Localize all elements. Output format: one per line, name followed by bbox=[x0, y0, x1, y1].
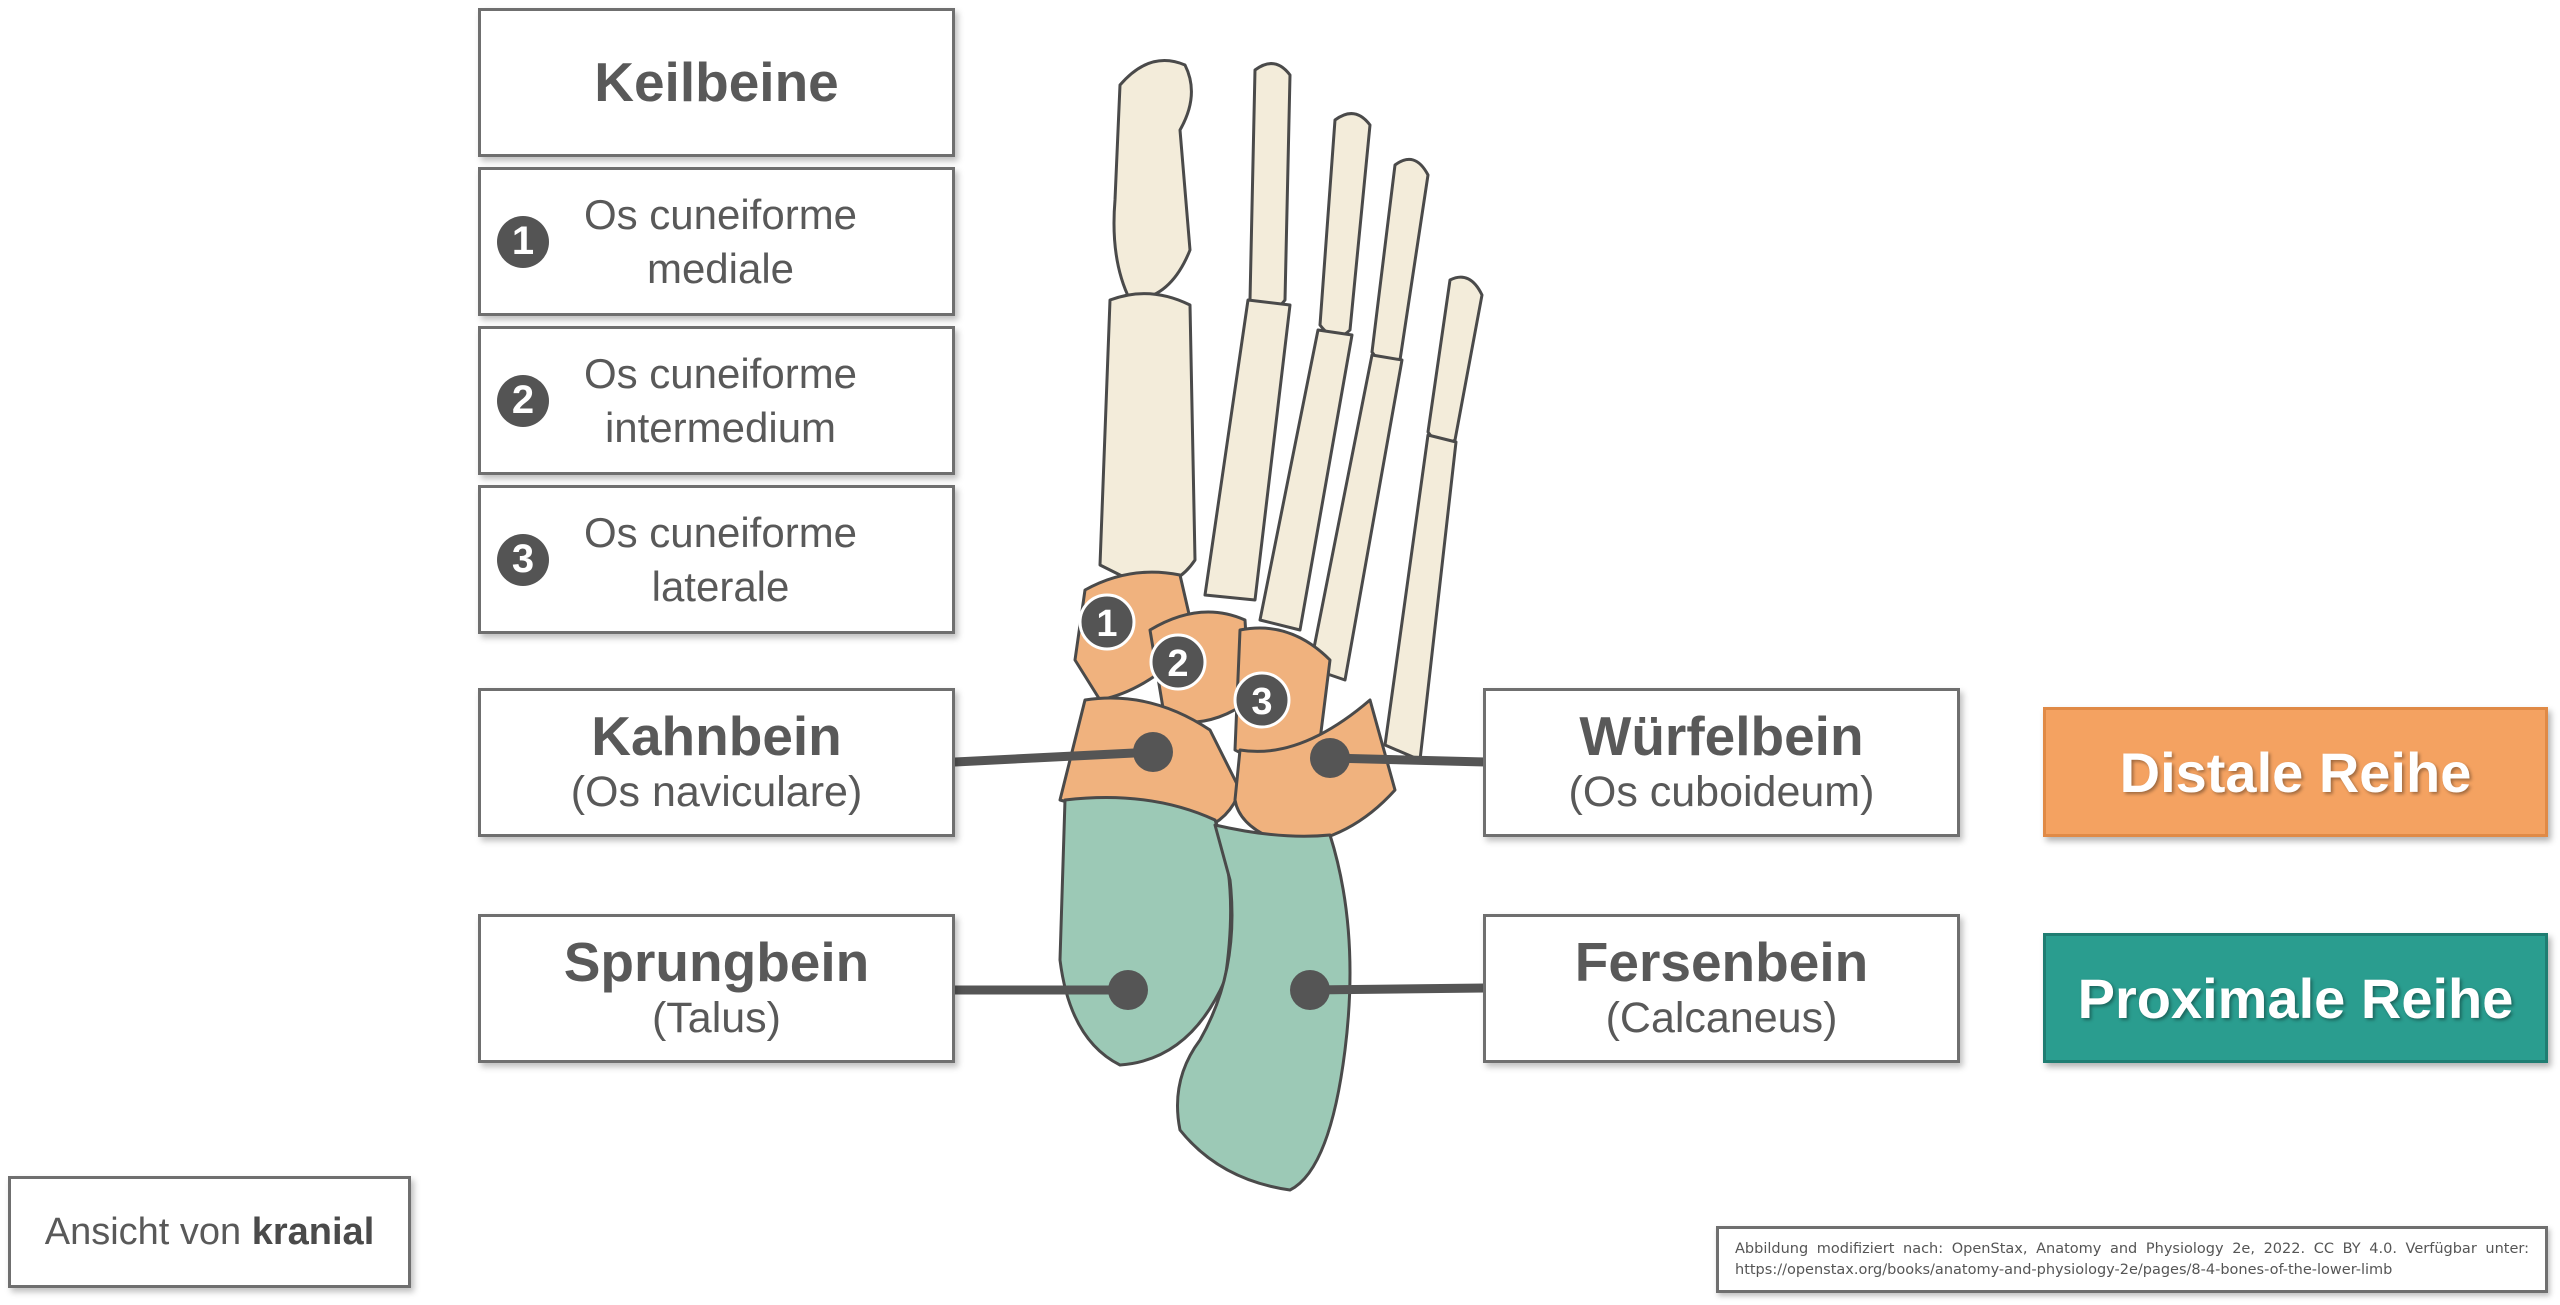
badge-3-on-foot bbox=[1233, 671, 1291, 729]
view-label-bold: kranial bbox=[251, 1210, 375, 1253]
third-metatarsal bbox=[1258, 328, 1354, 632]
distal-row-label: Distale Reihe bbox=[2119, 740, 2472, 804]
talus bbox=[1058, 796, 1233, 1067]
sprungbein-subtitle: (Talus) bbox=[651, 993, 781, 1042]
cuneiform-lateral-line1: Os cuneiforme bbox=[583, 508, 858, 556]
kahnbein-box: Kahnbein (Os naviculare) bbox=[478, 688, 955, 837]
cuneiform-lateral-line2: laterale bbox=[651, 562, 790, 610]
fersenbein-box: Fersenbein (Calcaneus) bbox=[1483, 914, 1960, 1063]
view-label: Ansicht von kranial bbox=[45, 1211, 375, 1254]
cuneiform-lateral-label: Os cuneiforme laterale bbox=[549, 506, 952, 614]
badge-1-on-foot bbox=[1078, 593, 1136, 651]
marker-dot-sprungbein bbox=[1108, 970, 1148, 1010]
wuerfelbein-box: Würfelbein (Os cuboideum) bbox=[1483, 688, 1960, 837]
sprungbein-box: Sprungbein (Talus) bbox=[478, 914, 955, 1063]
keilbeine-title-box: Keilbeine bbox=[478, 8, 955, 157]
cuneiform-medial-box: 1 Os cuneiforme mediale bbox=[478, 167, 955, 316]
badge-1: 1 bbox=[497, 215, 549, 268]
third-toe-bone bbox=[1318, 112, 1372, 338]
leader-line-kahnbein bbox=[950, 747, 1158, 767]
keilbeine-title: Keilbeine bbox=[594, 51, 839, 114]
fourth-toe-bone bbox=[1370, 157, 1430, 366]
fourth-metatarsal bbox=[1308, 353, 1404, 682]
cuneiform-medial-line1: Os cuneiforme bbox=[583, 190, 858, 238]
fersenbein-subtitle: (Calcaneus) bbox=[1605, 993, 1838, 1042]
cuneiform-intermedial-line1: Os cuneiforme bbox=[583, 349, 858, 397]
marker-dot-kahnbein bbox=[1133, 732, 1173, 772]
badge-3-label: 3 bbox=[1251, 681, 1272, 723]
badge-1-label: 1 bbox=[1096, 603, 1117, 645]
wuerfelbein-title: Würfelbein bbox=[1579, 705, 1864, 768]
fersenbein-title: Fersenbein bbox=[1574, 931, 1869, 994]
big-toe-bone bbox=[1112, 59, 1193, 302]
second-toe-bone bbox=[1248, 62, 1292, 312]
proximal-row-legend: Proximale Reihe bbox=[2043, 933, 2548, 1063]
first-metatarsal bbox=[1098, 292, 1197, 588]
badge-3: 3 bbox=[497, 533, 549, 586]
cuneiform-intermedial-label: Os cuneiforme intermedium bbox=[549, 347, 952, 455]
cuneiform-medial-line2: mediale bbox=[646, 244, 795, 292]
marker-dot-fersenbein bbox=[1290, 970, 1330, 1010]
view-label-prefix: Ansicht von bbox=[44, 1210, 252, 1253]
leader-line-wuerfelbein bbox=[1325, 753, 1490, 767]
kahnbein-title: Kahnbein bbox=[591, 705, 842, 768]
cuneiform-intermedial-box: 2 Os cuneiforme intermedium bbox=[478, 326, 955, 475]
wuerfelbein-subtitle: (Os cuboideum) bbox=[1568, 767, 1875, 816]
leader-line-fersenbein bbox=[1305, 983, 1490, 995]
cuneiform-lateral-box: 3 Os cuneiforme laterale bbox=[478, 485, 955, 634]
second-metatarsal bbox=[1203, 298, 1292, 602]
badge-2-on-foot bbox=[1149, 633, 1207, 691]
badge-2: 2 bbox=[497, 374, 549, 427]
image-credit: Abbildung modifiziert nach: OpenStax, An… bbox=[1716, 1226, 2548, 1293]
sprungbein-title: Sprungbein bbox=[563, 931, 870, 994]
calcaneus bbox=[1176, 823, 1352, 1192]
os-cuboideum bbox=[1233, 698, 1397, 847]
cuneiform-intermedial-line2: intermedium bbox=[604, 403, 837, 451]
marker-dot-wuerfelbein bbox=[1310, 738, 1350, 778]
fifth-toe-bone bbox=[1426, 275, 1484, 446]
distal-row-legend: Distale Reihe bbox=[2043, 707, 2548, 837]
view-label-box: Ansicht von kranial bbox=[8, 1176, 411, 1288]
cuneiform-medial-label: Os cuneiforme mediale bbox=[549, 188, 952, 296]
fifth-metatarsal bbox=[1383, 433, 1458, 762]
badge-2-label: 2 bbox=[1167, 643, 1188, 685]
kahnbein-subtitle: (Os naviculare) bbox=[570, 767, 863, 816]
proximal-row-label: Proximale Reihe bbox=[2077, 966, 2514, 1030]
image-credit-text: Abbildung modifiziert nach: OpenStax, An… bbox=[1735, 1241, 2529, 1279]
